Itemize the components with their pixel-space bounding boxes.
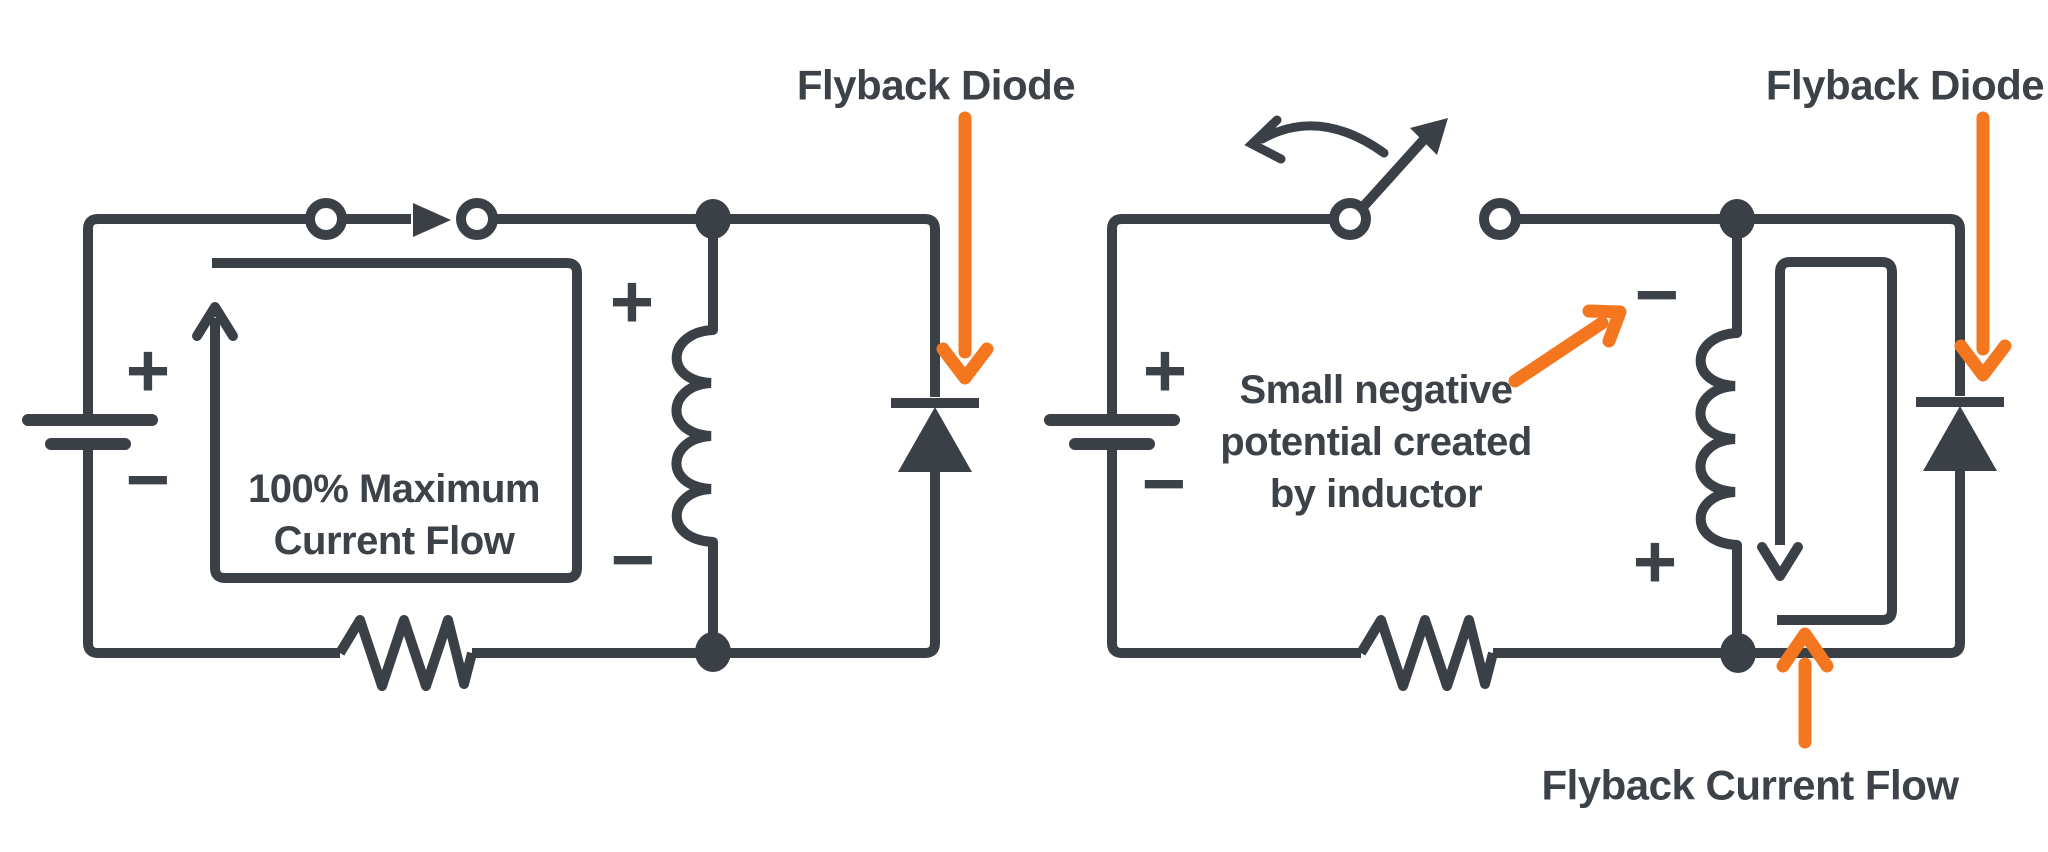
current-loop-arrow	[192, 258, 582, 583]
flyback-diode-pointer-arrow-icon	[936, 111, 994, 385]
wire-top-left	[83, 214, 310, 414]
battery-plus-label: +	[1143, 329, 1187, 414]
junction-dot	[695, 199, 731, 239]
switch-motion-arrow-icon	[1244, 115, 1389, 164]
flyback-current-pointer-arrow-icon	[1776, 627, 1834, 749]
wire-top-right	[493, 214, 940, 397]
battery-icon	[1044, 414, 1180, 450]
flyback-current-loop-arrow	[1757, 257, 1897, 625]
junction-dot	[695, 632, 731, 672]
wire-bottom-left	[1107, 450, 1361, 658]
annotation-line3: by inductor	[1270, 472, 1482, 516]
inductor-plus-label: +	[610, 260, 654, 345]
flyback-diode-icon	[1916, 397, 2004, 471]
inductor-icon	[1695, 219, 1742, 652]
wire-bottom-right	[1493, 471, 1965, 658]
loop-label-line1: 100% Maximum	[248, 467, 540, 511]
junction-dot	[1720, 633, 1756, 673]
wire-top-left	[1107, 214, 1334, 414]
battery-minus-label: −	[1142, 442, 1186, 527]
annotation-line2: potential created	[1220, 420, 1532, 464]
right-circuit: + − − +	[1044, 62, 2045, 809]
wire-bottom-right	[472, 471, 940, 658]
wire-top-right	[1516, 214, 1965, 396]
battery-plus-label: +	[126, 329, 170, 414]
flyback-diode-icon	[891, 398, 979, 472]
open-switch-icon	[1329, 118, 1521, 240]
junction-dot	[1719, 199, 1755, 239]
battery-minus-label: −	[126, 438, 170, 523]
negative-potential-pointer-arrow-icon	[1508, 304, 1627, 388]
inductor-minus-label: −	[1635, 253, 1679, 338]
loop-label-line2: Current Flow	[274, 519, 516, 563]
inductor-plus-label: +	[1633, 520, 1677, 605]
flyback-diode-label: Flyback Diode	[797, 62, 1075, 109]
annotation-line1: Small negative	[1239, 368, 1512, 412]
inductor-minus-label: −	[611, 518, 655, 603]
flyback-diode-pointer-arrow-icon	[1954, 111, 2012, 382]
flyback-diode-label: Flyback Diode	[1766, 62, 2044, 109]
resistor-icon	[335, 615, 477, 691]
battery-icon	[22, 414, 158, 450]
resistor-icon	[1356, 615, 1498, 691]
left-circuit: + − + − 100% Maximum	[22, 62, 1076, 691]
flyback-current-flow-label: Flyback Current Flow	[1541, 762, 1959, 809]
inductor-icon	[671, 219, 718, 652]
closed-switch-icon	[305, 198, 498, 240]
wire-bottom-left	[83, 450, 340, 658]
